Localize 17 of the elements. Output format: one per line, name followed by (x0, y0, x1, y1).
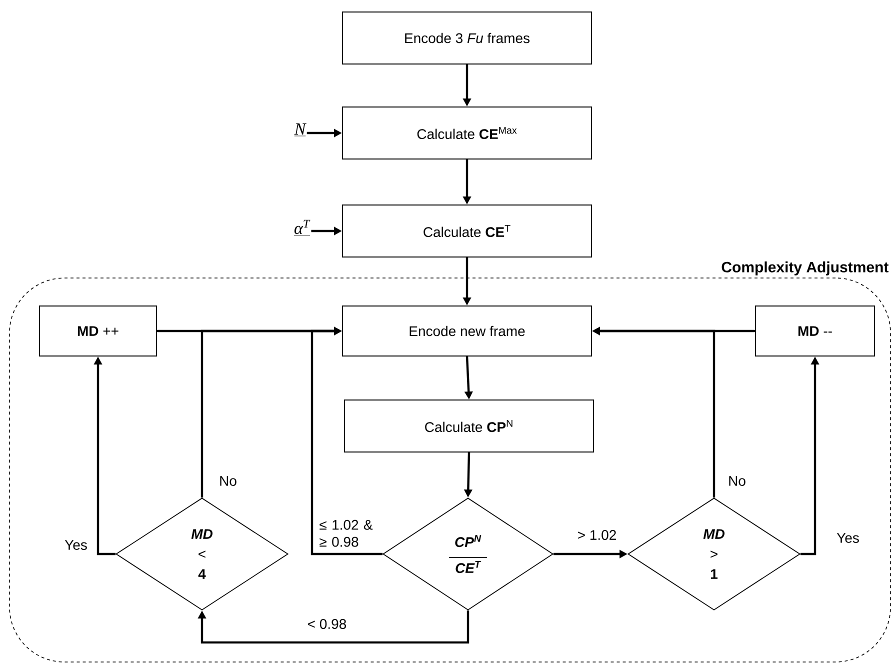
edge-label: > 1.02 (576, 529, 618, 541)
process-box: MD ++ (39, 306, 157, 356)
process-box: Encode 3 Fu frames (342, 12, 592, 64)
edge-label: ≤ 1.02 & ≥ 0.98 (318, 518, 382, 548)
edge-label: No (218, 475, 238, 487)
process-box: Calculate CE$^{T}$ (342, 204, 592, 258)
edge-label: No (727, 475, 747, 487)
process-box: Calculate CE$^{Max}$ (342, 106, 592, 160)
arrow (198, 610, 470, 644)
node-label: Complexity Adjustment (722, 261, 889, 276)
edge-label: < 0.98 (306, 618, 348, 630)
edge-label: Yes (836, 532, 860, 544)
process-box: MD -- (755, 306, 875, 356)
edge-label: Yes (64, 539, 88, 551)
arrow (310, 326, 383, 556)
process-box: Calculate CP$^{N}$ (344, 400, 594, 452)
process-box: Encode new frame (342, 306, 592, 356)
